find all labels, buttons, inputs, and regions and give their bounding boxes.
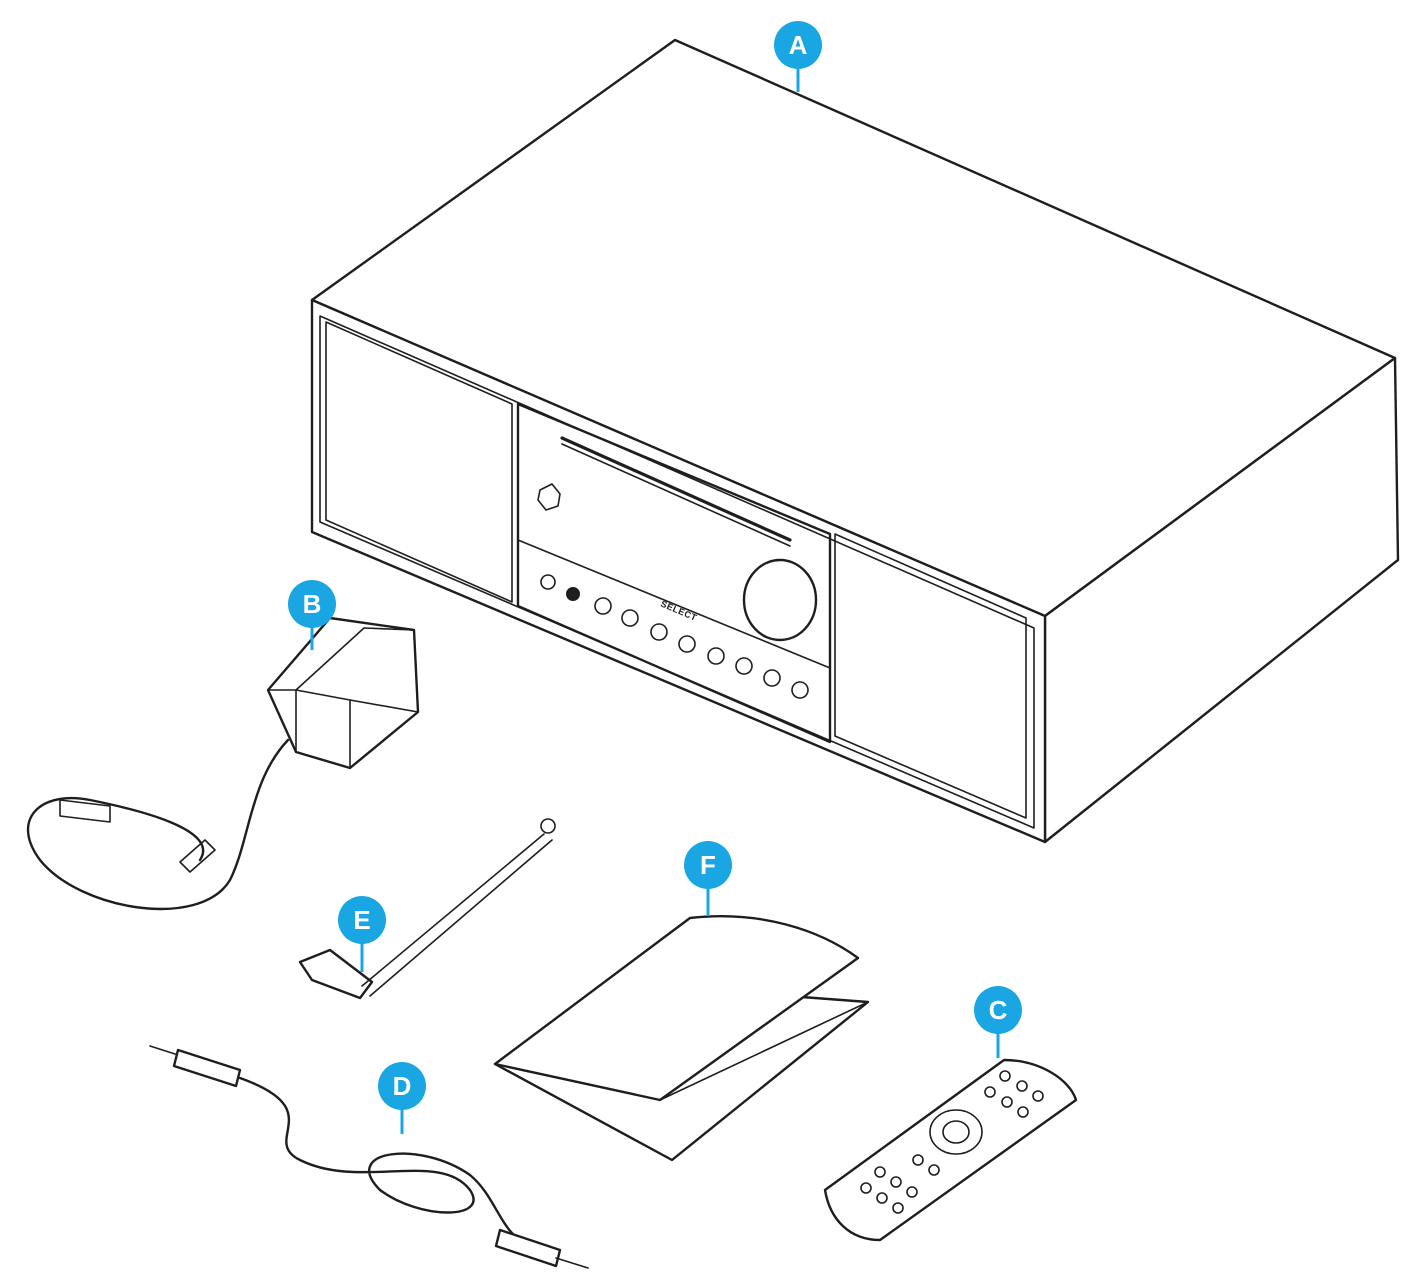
callout-f-label: F: [700, 850, 716, 880]
callout-b: B: [288, 580, 336, 650]
antenna-drawing: [298, 818, 556, 1000]
callout-e: E: [338, 896, 386, 972]
callout-b-label: B: [303, 589, 322, 619]
power-adapter-drawing: [26, 616, 420, 911]
callout-d: D: [378, 1062, 426, 1134]
callout-f: F: [684, 841, 732, 916]
callout-a-label: A: [789, 30, 808, 60]
audio-cable-drawing: [149, 1045, 589, 1269]
manual-booklet-drawing: [493, 915, 870, 1162]
callout-a: A: [774, 21, 822, 92]
callout-e-label: E: [353, 905, 370, 935]
callout-d-label: D: [393, 1071, 412, 1101]
callout-c-label: C: [989, 995, 1008, 1025]
radio-unit-drawing: SELECT: [310, 38, 1400, 844]
callout-c: C: [974, 986, 1022, 1058]
remote-control-drawing: [823, 1058, 1078, 1242]
